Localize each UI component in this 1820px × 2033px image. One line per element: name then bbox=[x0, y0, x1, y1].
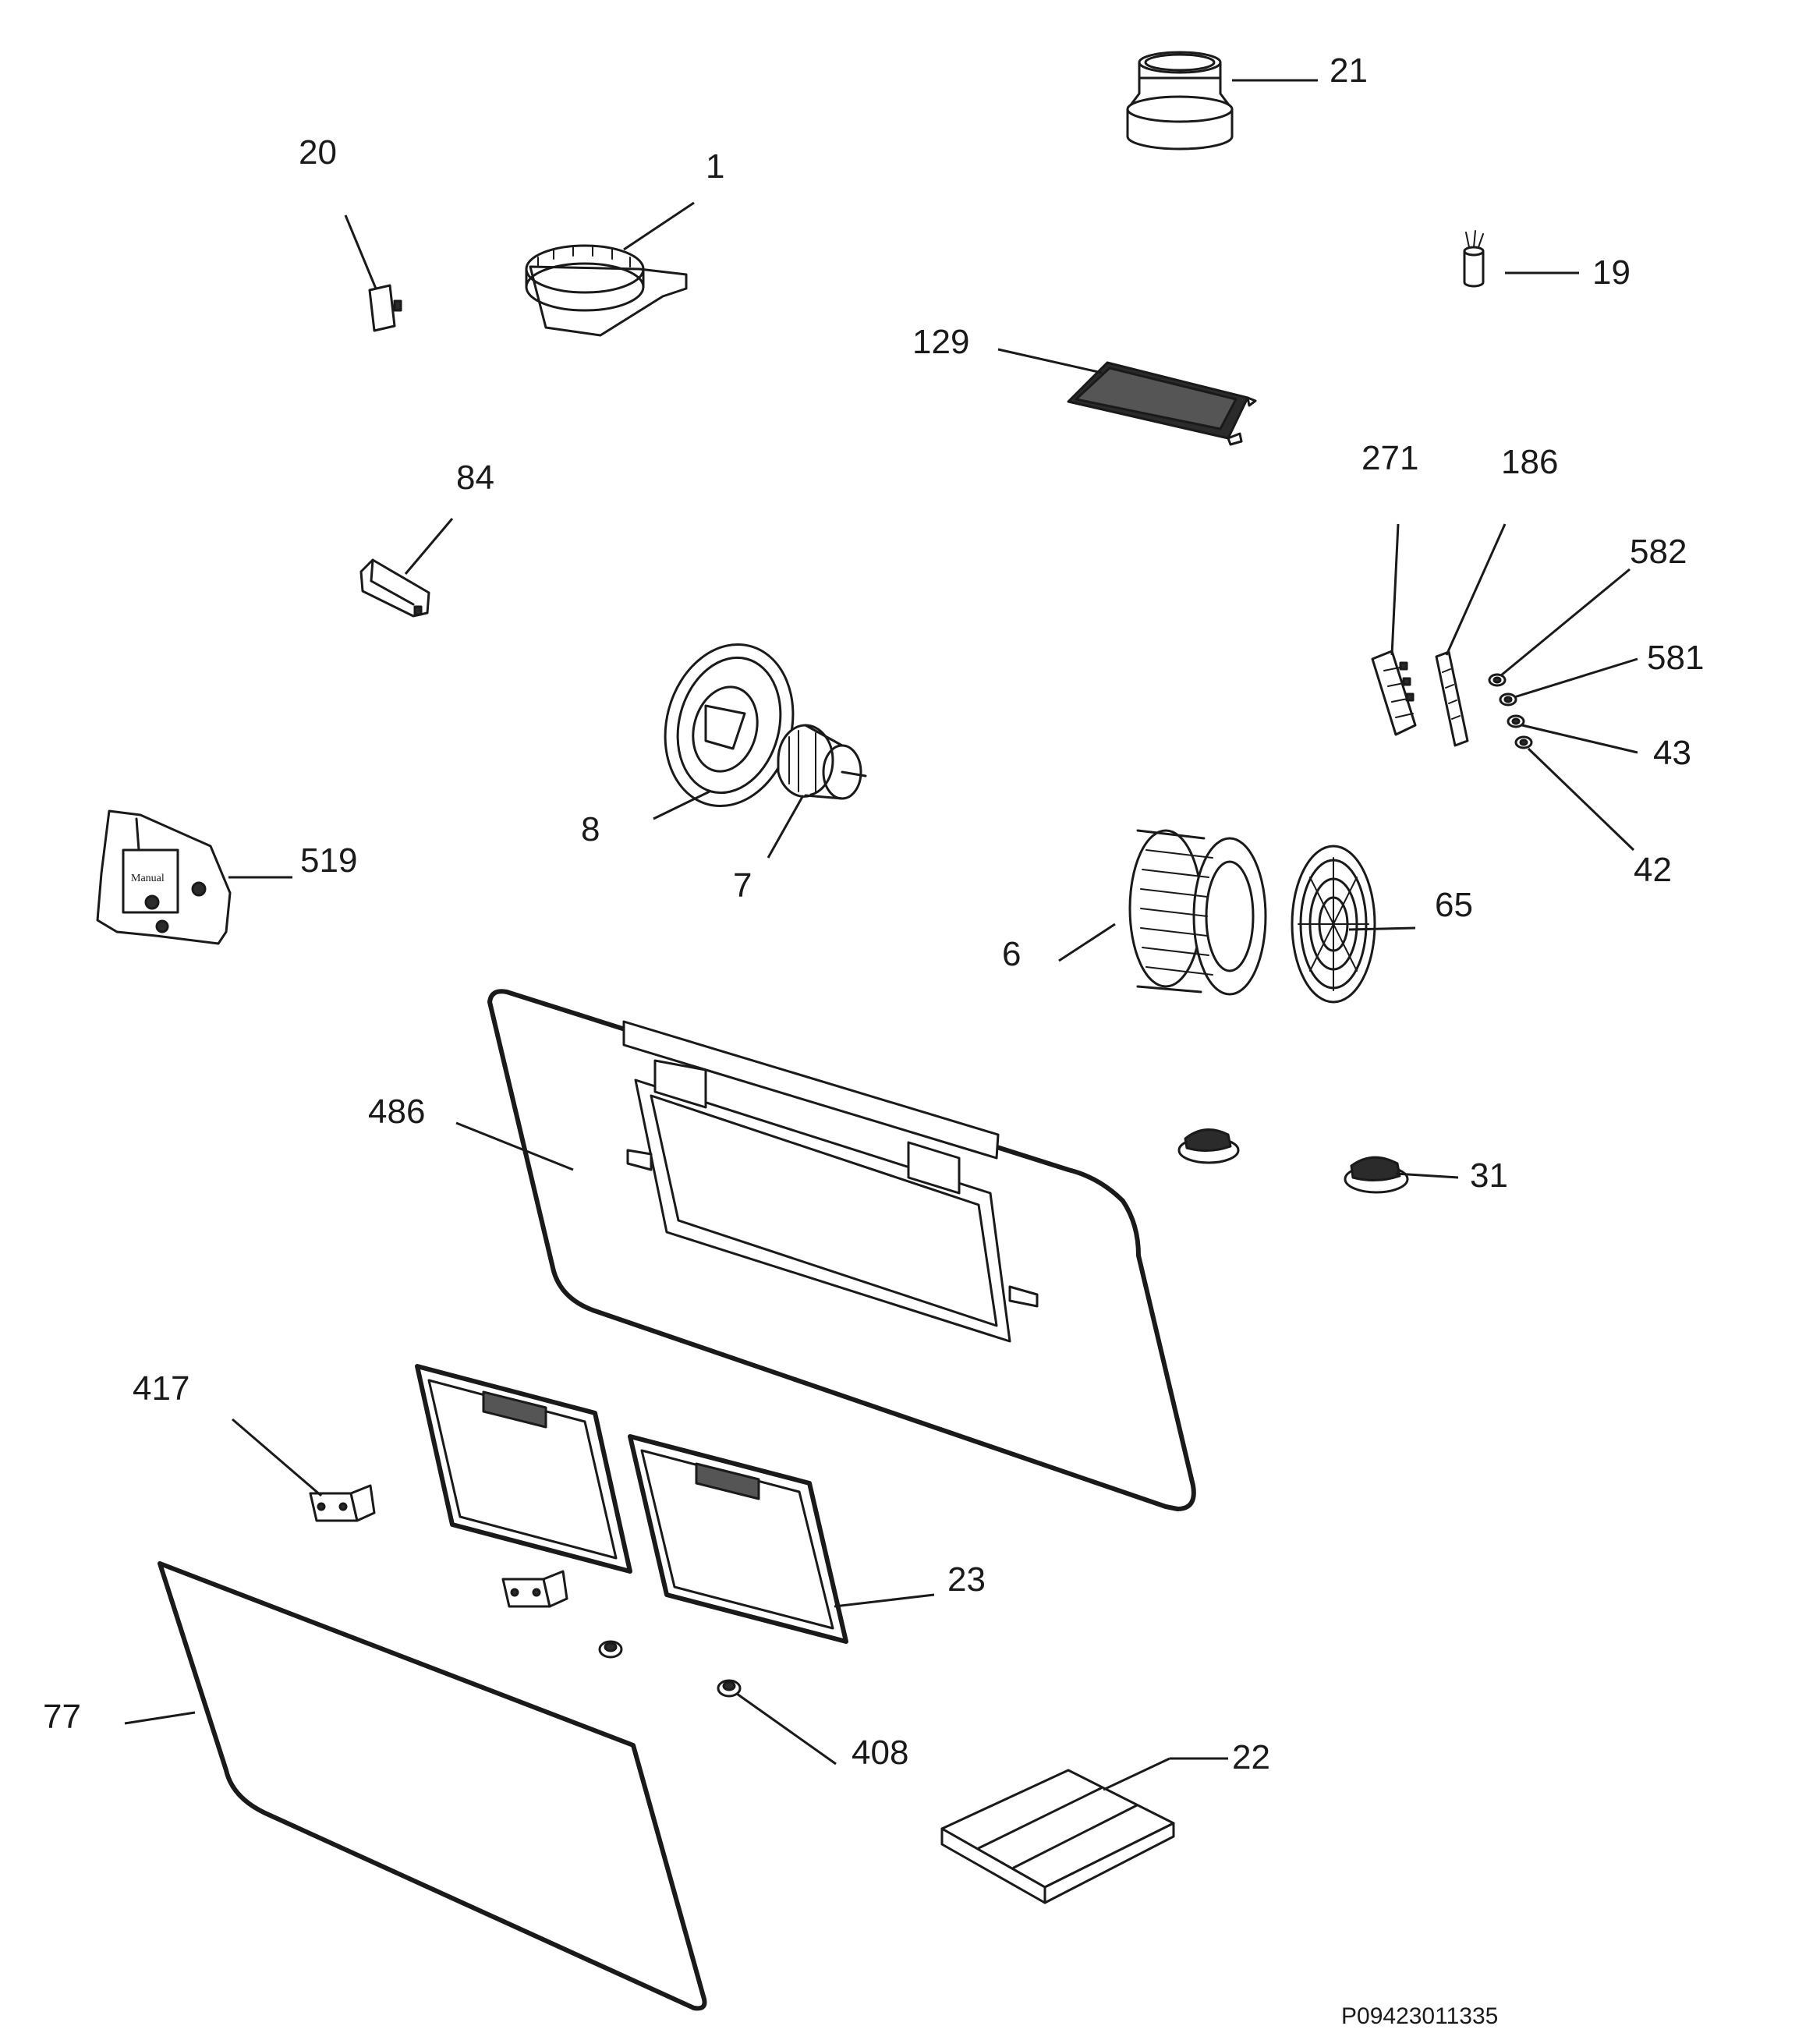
part-417-hinge-clip-upper[interactable] bbox=[309, 1484, 376, 1522]
part-486-glass-canopy[interactable] bbox=[487, 989, 1196, 1511]
part-8-motor-support[interactable] bbox=[648, 630, 811, 820]
leader-20 bbox=[344, 214, 377, 289]
part-22-packaging[interactable] bbox=[940, 1769, 1175, 1904]
drawing-code: P09423011335 bbox=[1341, 2003, 1498, 2029]
part-23-grease-filter-right[interactable] bbox=[628, 1434, 848, 1644]
callout-31: 31 bbox=[1470, 1156, 1508, 1195]
part-417-hinge-clip-lower[interactable] bbox=[501, 1570, 568, 1608]
callout-408: 408 bbox=[852, 1734, 908, 1772]
part-21-duct-connector[interactable] bbox=[1126, 51, 1234, 151]
callout-519: 519 bbox=[300, 841, 357, 880]
leader-6 bbox=[1058, 923, 1116, 962]
callout-22: 22 bbox=[1232, 1738, 1270, 1776]
callout-77: 77 bbox=[43, 1698, 81, 1736]
leader-22 bbox=[1103, 1757, 1170, 1791]
callout-582: 582 bbox=[1630, 533, 1687, 571]
callout-186: 186 bbox=[1501, 443, 1558, 481]
callout-581: 581 bbox=[1647, 639, 1704, 677]
leader-186 bbox=[1445, 523, 1507, 656]
leader-129 bbox=[997, 348, 1103, 374]
part-23-grease-filter-left[interactable] bbox=[415, 1364, 632, 1574]
callout-417: 417 bbox=[133, 1369, 189, 1408]
part-271-control-board[interactable] bbox=[1371, 650, 1417, 736]
part-1-air-outlet-flange[interactable] bbox=[525, 244, 688, 337]
callout-43: 43 bbox=[1653, 734, 1691, 772]
leader-84 bbox=[404, 518, 454, 575]
callout-21: 21 bbox=[1330, 51, 1368, 90]
leader-271 bbox=[1390, 523, 1400, 656]
part-186-switch-strip[interactable] bbox=[1435, 650, 1469, 747]
leader-23 bbox=[834, 1593, 935, 1608]
bag-manual-label: Manual bbox=[131, 873, 165, 884]
part-6-impeller[interactable] bbox=[1128, 829, 1267, 996]
part-31-knob-left[interactable] bbox=[1177, 1128, 1240, 1164]
leader-408 bbox=[736, 1692, 837, 1766]
leader-43 bbox=[1521, 724, 1638, 754]
part-519-accessory-bag[interactable]: Manual bbox=[96, 809, 232, 945]
part-77-glass-panel[interactable] bbox=[158, 1561, 707, 2011]
leader-417 bbox=[232, 1418, 322, 1497]
part-65-fan-grille[interactable] bbox=[1291, 845, 1376, 1004]
callout-65: 65 bbox=[1435, 886, 1473, 924]
leader-65 bbox=[1348, 926, 1416, 931]
callout-129: 129 bbox=[912, 323, 969, 361]
leader-1 bbox=[623, 201, 695, 251]
callout-20: 20 bbox=[299, 133, 337, 172]
leader-8 bbox=[653, 790, 710, 820]
leader-31 bbox=[1395, 1172, 1459, 1179]
part-20-clip[interactable] bbox=[368, 284, 402, 332]
callout-486: 486 bbox=[368, 1093, 425, 1131]
callout-271: 271 bbox=[1361, 439, 1418, 477]
callout-7: 7 bbox=[733, 866, 752, 905]
part-31-knob-right[interactable] bbox=[1344, 1156, 1409, 1194]
part-19-capacitor[interactable] bbox=[1463, 230, 1485, 288]
callout-23: 23 bbox=[947, 1560, 986, 1599]
leader-486 bbox=[455, 1121, 574, 1171]
callout-42: 42 bbox=[1634, 851, 1672, 889]
callout-19: 19 bbox=[1592, 253, 1631, 292]
callout-6: 6 bbox=[1002, 935, 1021, 973]
part-408-spacer-lower[interactable] bbox=[717, 1679, 742, 1698]
callout-1: 1 bbox=[706, 147, 724, 186]
leader-581 bbox=[1514, 657, 1638, 699]
part-582-button[interactable] bbox=[1488, 673, 1507, 687]
leader-582 bbox=[1500, 568, 1631, 677]
callout-8: 8 bbox=[581, 810, 600, 848]
part-408-spacer-upper[interactable] bbox=[598, 1640, 623, 1659]
part-7-motor[interactable] bbox=[777, 724, 867, 800]
leader-7 bbox=[767, 795, 805, 859]
part-43-button[interactable] bbox=[1507, 714, 1525, 728]
callout-84: 84 bbox=[456, 459, 494, 497]
leader-77 bbox=[124, 1711, 196, 1725]
part-581-button[interactable] bbox=[1499, 692, 1517, 707]
part-42-button[interactable] bbox=[1514, 735, 1533, 749]
part-84-transformer[interactable] bbox=[359, 558, 430, 618]
leader-42 bbox=[1527, 747, 1635, 852]
part-129-carbon-filter[interactable] bbox=[1067, 361, 1257, 446]
